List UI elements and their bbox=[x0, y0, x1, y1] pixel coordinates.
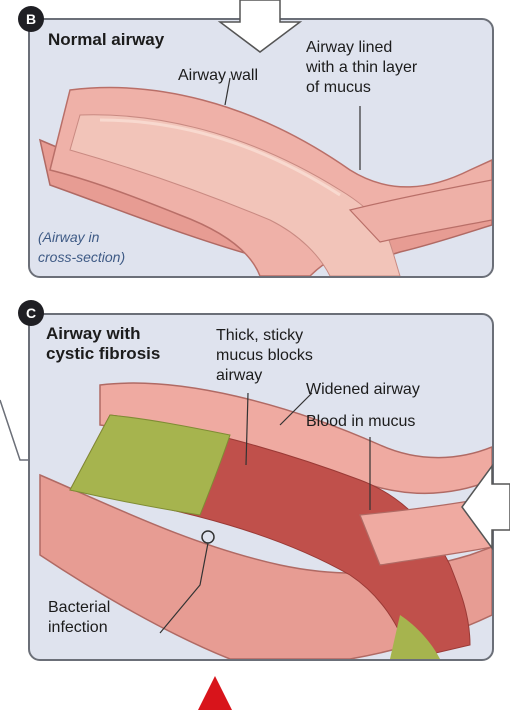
mucus-label-line3: of mucus bbox=[306, 78, 371, 98]
cf-title-line1: Airway with bbox=[46, 324, 140, 344]
airway-wall-label: Airway wall bbox=[178, 66, 258, 86]
blood-in-mucus-label: Blood in mucus bbox=[306, 412, 415, 432]
cross-section-note-line2: cross-section) bbox=[38, 248, 125, 266]
top-down-arrow-icon bbox=[0, 0, 510, 60]
bottom-red-arrow-icon bbox=[198, 676, 232, 710]
thick-mucus-label-line1: Thick, sticky bbox=[216, 326, 303, 346]
widened-airway-label: Widened airway bbox=[306, 380, 420, 400]
cross-section-note-line1: (Airway in bbox=[38, 228, 99, 246]
bacterial-label-line1: Bacterial bbox=[48, 598, 110, 618]
thick-mucus-label-line3: airway bbox=[216, 366, 262, 386]
thick-mucus-label-line2: mucus blocks bbox=[216, 346, 313, 366]
left-bracket-line bbox=[0, 0, 40, 710]
cf-title-line2: cystic fibrosis bbox=[46, 344, 160, 364]
mucus-label-line2: with a thin layer bbox=[306, 58, 417, 78]
bacterial-label-line2: infection bbox=[48, 618, 108, 638]
